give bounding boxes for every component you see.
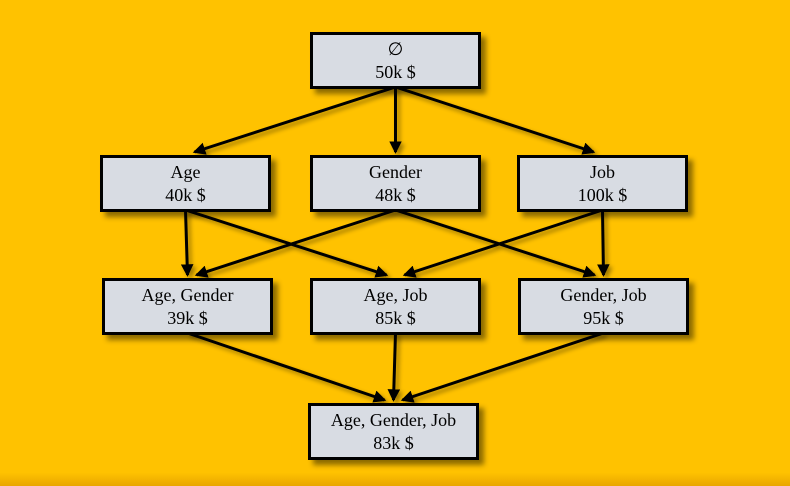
node-cost: 40k $ [165,184,206,205]
node-label: Gender [369,162,422,182]
edge-age_job-to-age_gender_job [387,332,401,402]
node-label: Age, Gender, Job [330,410,457,430]
edge-empty-to-age [192,85,396,155]
node-age-gender-job: Age, Gender, Job 83k $ [308,403,479,460]
edge-gender-to-gender_job [395,208,597,278]
node-cost: 95k $ [583,307,624,328]
edge-gender-to-age_gender [194,208,396,278]
node-label: Gender, Job [560,285,647,305]
node-cost: 85k $ [375,307,416,328]
edge-job-to-gender_job [597,209,610,277]
node-label: ∅ [387,39,404,59]
node-gender-job: Gender, Job 95k $ [518,278,689,335]
edge-age-to-age_job [185,208,389,278]
node-cost: 100k $ [577,184,628,205]
node-label: Age, Gender [141,285,234,305]
node-age-gender: Age, Gender 39k $ [102,278,273,335]
node-cost: 83k $ [373,432,414,453]
node-label: Age [170,162,201,182]
edge-gender_job-to-age_gender_job [400,331,604,403]
edge-age-to-age_gender [180,209,194,277]
edge-job-to-age_job [402,208,603,278]
node-age: Age 40k $ [100,155,271,212]
node-job: Job 100k $ [517,155,688,212]
node-label: Job [589,162,615,182]
node-label: Age, Job [363,285,428,305]
node-age-job: Age, Job 85k $ [310,278,481,335]
node-cost: 50k $ [375,61,416,82]
node-cost: 48k $ [375,184,416,205]
node-cost: 39k $ [167,307,208,328]
node-empty-set: ∅ 50k $ [310,32,481,89]
edge-empty-to-job [395,85,596,155]
edge-age_gender-to-age_gender_job [187,331,387,403]
node-gender: Gender 48k $ [310,155,481,212]
